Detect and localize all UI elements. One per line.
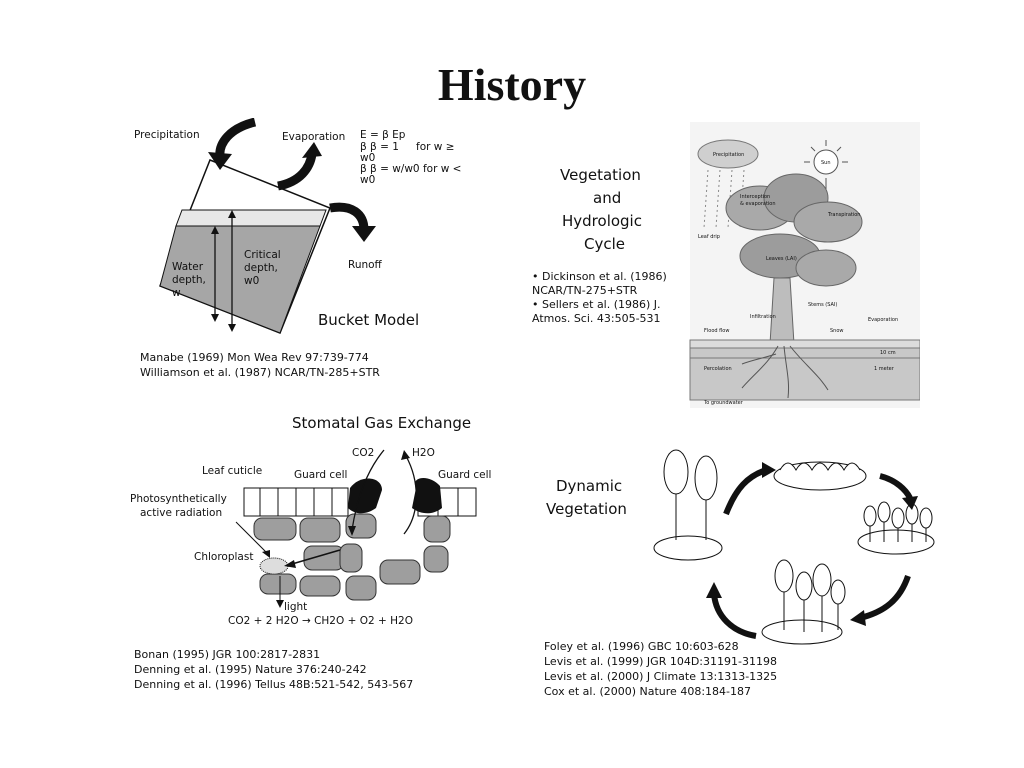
water-depth-label-1: Water (172, 261, 204, 273)
svg-text:Precipitation: Precipitation (713, 152, 744, 158)
evaporation-arrow-icon (276, 153, 317, 191)
chloroplast-label: Chloroplast (194, 551, 253, 563)
photosynthesis-equation: CO2 + 2 H2O → CH2O + O2 + H2O (228, 615, 413, 627)
equation-line-4: β β = w/w0 for w < (360, 163, 461, 175)
bucket-citation-1: Manabe (1969) Mon Wea Rev 97:739-774 (140, 351, 369, 364)
stomatal-citation-2: Denning et al. (1995) Nature 376:240-242 (134, 663, 367, 676)
equation-line-3: w0 (360, 152, 375, 164)
guard-cell-label-1: Guard cell (294, 469, 347, 481)
critical-depth-label-2: depth, (244, 262, 278, 274)
succession-arrow-icon-3 (859, 574, 911, 621)
dynamic-citation-3: Levis et al. (2000) J Climate 13:1313-13… (544, 670, 777, 683)
bucket-surface-band (175, 209, 327, 227)
guard-cell-right-icon (412, 477, 442, 514)
dynamic-citation-4: Cox et al. (2000) Nature 408:184-187 (544, 685, 751, 698)
svg-text:Stems (SAI): Stems (SAI) (808, 302, 837, 308)
svg-text:Snow: Snow (830, 328, 844, 334)
vegetation-citation-3: • Sellers et al. (1986) J. (532, 298, 661, 311)
dynamic-title-2: Vegetation (546, 500, 627, 518)
equation-line-2b: for w ≥ (416, 141, 455, 153)
svg-text:Sun: Sun (821, 160, 831, 166)
svg-text:& evaporation: & evaporation (740, 201, 776, 207)
guard-cell-label-2: Guard cell (438, 469, 491, 481)
equation-line-1: E = β Ep (360, 129, 406, 141)
succession-arrow-icon-2 (879, 473, 913, 500)
guard-cell-left-icon (348, 478, 382, 514)
vegetation-title-4: Cycle (584, 235, 625, 253)
sun-icon (813, 149, 839, 175)
dynamic-vegetation-panel: Dynamic Vegetation (530, 436, 950, 706)
svg-text:10 cm: 10 cm (880, 350, 896, 356)
vegetation-citation-4: Atmos. Sci. 43:505-531 (532, 312, 661, 325)
svg-text:Leaf drip: Leaf drip (698, 234, 720, 240)
vegetation-title-2: and (593, 189, 621, 207)
light-label: light (284, 601, 307, 613)
svg-text:Flood flow: Flood flow (704, 328, 729, 334)
page-title: History (437, 59, 587, 110)
runoff-label: Runoff (348, 259, 383, 271)
vegetation-title-1: Vegetation (560, 166, 641, 184)
svg-text:Leaves (LAI): Leaves (LAI) (766, 256, 797, 262)
dynamic-citation-1: Foley et al. (1996) GBC 10:603-628 (544, 640, 739, 653)
stomatal-panel: Stomatal Gas Exchange CO2 H2O Leaf cutic… (120, 404, 520, 704)
co2-label: CO2 (352, 447, 374, 459)
mixed-forest-island-icon (761, 559, 846, 645)
leaf-cross-section (235, 449, 477, 608)
vegetation-citation-1: • Dickinson et al. (1986) (532, 270, 667, 283)
vegetation-citation-2: NCAR/TN-275+STR (532, 284, 638, 297)
forest-island-icon (653, 449, 723, 561)
succession-arrow-icon-4 (711, 593, 757, 639)
svg-text:Transpiration: Transpiration (827, 212, 860, 218)
par-label-1: Photosynthetically (130, 493, 227, 505)
stomatal-citation-1: Bonan (1995) JGR 100:2817-2831 (134, 648, 320, 661)
svg-text:Infiltration: Infiltration (750, 314, 776, 320)
vegetation-title-3: Hydrologic (562, 212, 642, 230)
precipitation-label: Precipitation (134, 129, 200, 141)
stomatal-title: Stomatal Gas Exchange (292, 414, 471, 432)
dynamic-citation-2: Levis et al. (1999) JGR 104D:31191-31198 (544, 655, 777, 668)
succession-arrow-icon-1 (723, 467, 768, 516)
water-depth-label-3: w (172, 287, 181, 299)
leaf-cuticle-label: Leaf cuticle (202, 465, 262, 477)
svg-text:Evaporation: Evaporation (868, 317, 898, 323)
shrub-island-icon (773, 461, 867, 491)
dynamic-title-1: Dynamic (556, 477, 622, 495)
svg-text:Interception: Interception (740, 194, 770, 200)
critical-depth-label-1: Critical (244, 249, 281, 261)
equation-line-2: β β = 1 (360, 141, 399, 153)
evaporation-label: Evaporation (282, 131, 345, 143)
hydrologic-cycle-panel: Vegetation and Hydrologic Cycle • Dickin… (528, 118, 920, 410)
hydrologic-cycle-figure: Precipitation Sun Interception & evapora… (689, 122, 920, 408)
critical-depth-label-3: w0 (244, 275, 259, 287)
stomatal-citation-3: Denning et al. (1996) Tellus 48B:521-542… (134, 678, 413, 691)
precipitation-arrow-icon (215, 118, 257, 159)
svg-text:To groundwater: To groundwater (703, 400, 744, 406)
bucket-citation-2: Williamson et al. (1987) NCAR/TN-285+STR (140, 366, 380, 379)
par-label-2: active radiation (140, 507, 222, 519)
svg-text:Percolation: Percolation (704, 366, 732, 372)
water-depth-label-2: depth, (172, 274, 206, 286)
equation-line-5: w0 (360, 174, 375, 186)
svg-text:1 meter: 1 meter (874, 366, 895, 372)
cloud-icon (697, 139, 759, 169)
bucket-model-panel: Precipitation Evaporation E = β Ep β β =… (120, 118, 540, 388)
bucket-water (159, 225, 321, 334)
young-forest-island-icon (857, 501, 935, 555)
bucket-model-title: Bucket Model (318, 311, 419, 329)
chloroplast-icon (259, 557, 289, 575)
h2o-label: H2O (412, 447, 435, 459)
